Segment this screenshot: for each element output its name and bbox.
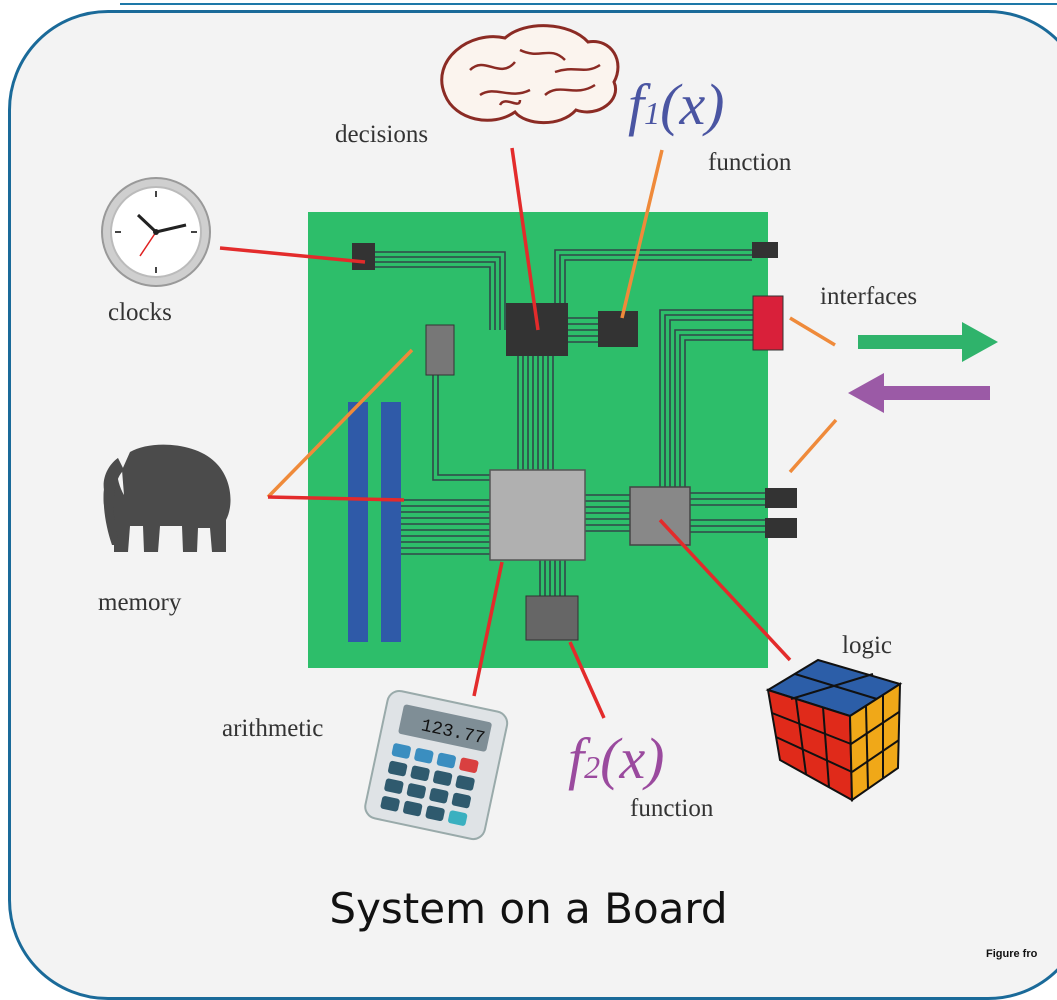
interface-leader-1 — [789, 316, 836, 347]
clock-icon — [101, 177, 211, 287]
memory-bar-1 — [348, 402, 368, 642]
f1-chip — [598, 311, 638, 347]
memory-leader-2 — [267, 495, 405, 502]
arrow-right-icon — [858, 322, 998, 362]
label-memory: memory — [98, 589, 182, 616]
clock-chip — [352, 243, 375, 270]
brain-icon — [440, 24, 620, 125]
label-function-top: function — [708, 149, 792, 176]
label-function-bottom: function — [630, 795, 714, 822]
f1-leader — [620, 149, 664, 319]
clocks-leader — [219, 246, 366, 264]
connector-1 — [765, 488, 797, 508]
f2-chip — [525, 595, 579, 641]
interface-leader-2 — [788, 418, 838, 474]
formula-f1: f1(x) — [628, 72, 725, 137]
memory-leader-1 — [266, 348, 414, 499]
connector-2 — [765, 518, 797, 538]
f2-leader — [568, 641, 606, 719]
top-rule — [120, 3, 1057, 5]
label-interfaces: interfaces — [820, 283, 918, 310]
interface-chip — [752, 295, 784, 351]
calculator-icon: 123.77 — [364, 689, 509, 841]
logic-chip — [629, 486, 691, 546]
arrow-left-icon — [848, 373, 990, 413]
diagram-title: System on a Board — [329, 884, 728, 933]
small-chip — [425, 324, 455, 376]
main-processor — [489, 469, 586, 561]
logic-leader — [658, 518, 792, 662]
figure-credit: Figure fro — [986, 948, 1038, 960]
top-right-chip — [752, 242, 778, 258]
label-logic: logic — [842, 632, 892, 659]
board-diagram: 123.77 — [101, 24, 998, 841]
elephant-icon — [103, 444, 231, 552]
arithmetic-leader — [472, 561, 504, 697]
board-traces — [375, 249, 765, 596]
label-arithmetic: arithmetic — [222, 715, 324, 742]
label-clocks: clocks — [108, 299, 172, 326]
label-decisions: decisions — [335, 121, 429, 148]
cube-icon — [765, 658, 903, 802]
decisions-leader — [510, 147, 540, 331]
formula-f2: f2(x) — [568, 726, 665, 791]
memory-bar-2 — [381, 402, 401, 642]
